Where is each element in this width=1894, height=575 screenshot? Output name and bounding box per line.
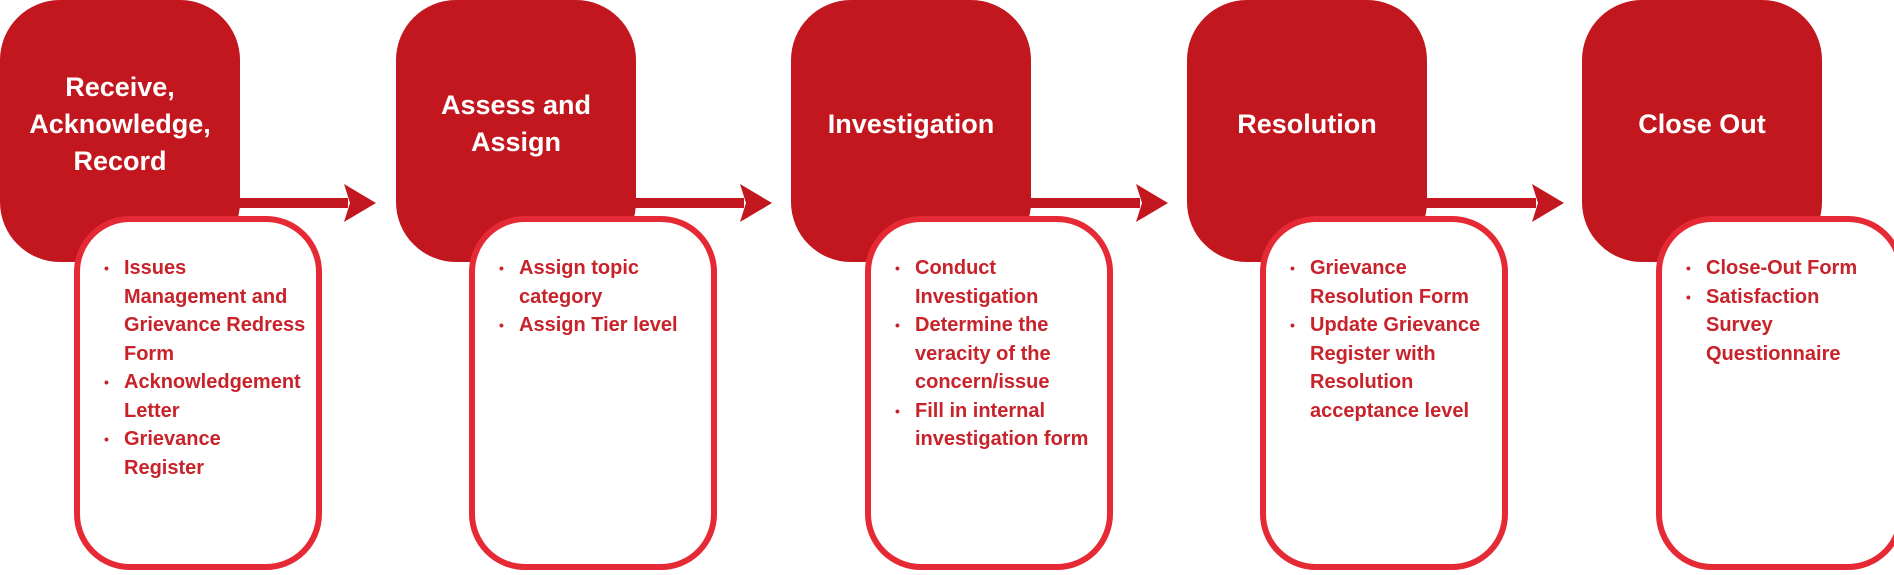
right-arrow-icon	[632, 184, 772, 222]
bullet-icon: •	[895, 402, 900, 419]
detail-list: • Close-Out Form • Satisfaction Survey Que…	[1684, 254, 1888, 368]
detail-box-receive: • Issues Management and Grievance Redress…	[74, 216, 322, 570]
right-arrow-icon	[1424, 184, 1564, 222]
list-item: • Grievance Resolution Form	[1288, 254, 1492, 311]
bullet-icon: •	[104, 260, 109, 276]
list-item-text: Acknowledgement Letter	[124, 371, 301, 422]
list-item-text: Issues Management and Grievance Redress …	[124, 257, 306, 365]
detail-list: • Grievance Resolution Form • Update Griev…	[1288, 254, 1492, 425]
list-item: • Acknowledgement Letter	[102, 368, 306, 425]
bullet-icon: •	[1686, 288, 1691, 305]
list-item-text: Assign topic category	[519, 257, 640, 308]
list-item: • Determine the veracity of the concern/i…	[893, 311, 1097, 397]
detail-box-close-out: • Close-Out Form • Satisfaction Survey Que…	[1656, 216, 1894, 570]
bullet-icon: •	[1290, 260, 1295, 276]
right-arrow-icon	[1028, 184, 1168, 222]
bullet-icon: •	[895, 260, 900, 276]
list-item: • Assign topic category	[497, 254, 701, 311]
list-item-text: Fill in internal investigation form	[915, 399, 1089, 451]
bullet-icon: •	[104, 374, 109, 390]
list-item: • Close-Out Form	[1684, 254, 1888, 283]
detail-list: • Issues Management and Grievance Redress…	[102, 254, 306, 482]
list-item-text: Conduct Investigation	[915, 257, 1039, 308]
list-item: • Fill in internal investigation form	[893, 397, 1097, 454]
stage-title: Investigation	[827, 108, 995, 139]
stage-title: Resolution	[1237, 108, 1377, 139]
list-item: • Satisfaction Survey Questionnaire	[1684, 283, 1888, 369]
list-item: • Assign Tier level	[497, 311, 701, 340]
list-item: • Update Grievance Register with Resoluti…	[1288, 311, 1492, 425]
bullet-icon: •	[104, 431, 109, 447]
list-item-text: Update Grievance Register with Resolutio…	[1310, 314, 1481, 422]
stage-title: Close Out	[1638, 108, 1766, 139]
list-item-text: Determine the veracity of the concern/is…	[915, 314, 1051, 393]
detail-box-investigation: • Conduct Investigation • Determine the ve…	[865, 216, 1113, 570]
list-item: • Grievance Register	[102, 425, 306, 482]
detail-list: • Assign topic category • Assign Tier leve…	[497, 254, 701, 340]
detail-box-assess: • Assign topic category • Assign Tier leve…	[469, 216, 717, 570]
list-item: • Conduct Investigation	[893, 254, 1097, 311]
detail-list: • Conduct Investigation • Determine the ve…	[893, 254, 1097, 454]
bullet-icon: •	[895, 317, 900, 333]
bullet-icon: •	[1686, 260, 1691, 276]
list-item-text: Satisfaction Survey Questionnaire	[1706, 285, 1841, 365]
bullet-icon: •	[499, 260, 504, 276]
list-item-text: Close-Out Form	[1706, 257, 1858, 279]
bullet-icon: •	[1290, 317, 1295, 333]
bullet-icon: •	[499, 317, 504, 333]
stage-title: Assess and Assign	[440, 90, 592, 157]
stage-receive-acknowledge-record: Receive, Acknowledge, Record	[0, 0, 240, 262]
stage-title: Receive, Acknowledge, Record	[29, 71, 211, 176]
list-item-text: Grievance Register	[124, 428, 221, 479]
list-item-text: Assign Tier level	[519, 314, 678, 336]
detail-box-resolution: • Grievance Resolution Form • Update Griev…	[1260, 216, 1508, 570]
right-arrow-icon	[236, 184, 376, 222]
list-item-text: Grievance Resolution Form	[1310, 257, 1469, 308]
list-item: • Issues Management and Grievance Redress…	[102, 254, 306, 368]
